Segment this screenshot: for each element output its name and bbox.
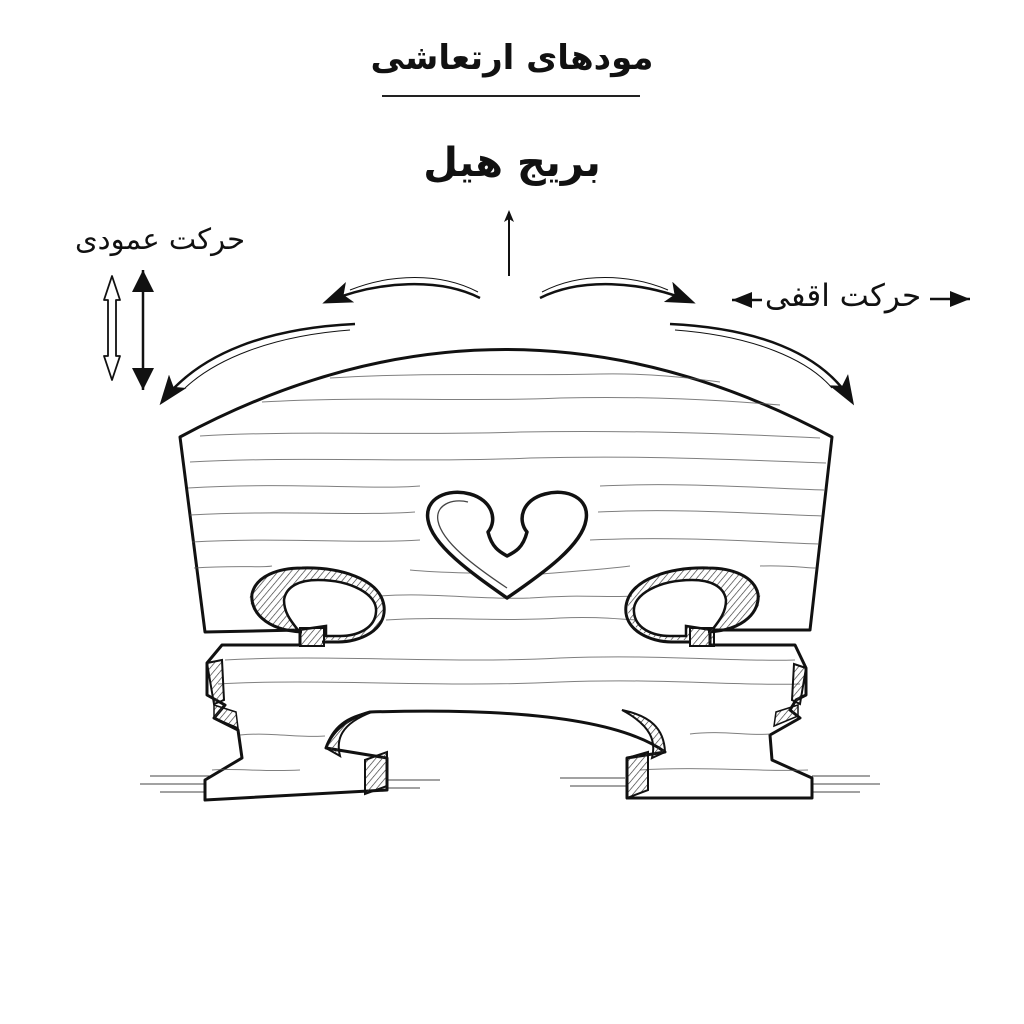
curved-arrow-upper-right	[539, 281, 696, 304]
vertical-motion-label: حرکت عمودی	[74, 222, 246, 256]
right-foot-edge	[626, 750, 649, 800]
arch-shading	[324, 711, 373, 759]
double-arrow-horizontal-icon	[732, 291, 970, 308]
violin-bridge	[178, 348, 834, 802]
heart-icon	[425, 490, 589, 600]
wood-grain	[187, 373, 827, 772]
right-side-notch	[790, 662, 808, 706]
left-foot-edge	[364, 750, 388, 796]
left-side-notch	[205, 658, 226, 706]
title-underline	[382, 95, 640, 97]
horizontal-motion-label: حرکت اقفی	[764, 278, 922, 314]
ground-shadow	[140, 775, 880, 793]
subject-label: بریج هیل	[423, 140, 601, 186]
diagram-title: مودهای ارتعاشی	[370, 38, 654, 78]
curved-arrow-lower-left	[159, 322, 356, 406]
curved-arrow-upper-left	[322, 282, 481, 304]
curved-arrow-icon	[159, 277, 855, 406]
right-ear-cutout	[624, 566, 761, 647]
curved-arrow-lower-right	[669, 322, 855, 406]
double-arrow-vertical-icon	[103, 270, 154, 390]
left-ear-cutout	[249, 566, 386, 647]
